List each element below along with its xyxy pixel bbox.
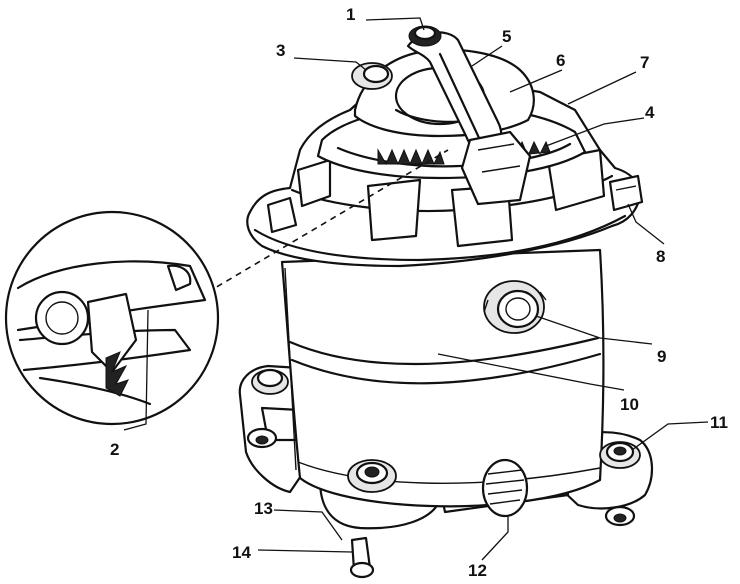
on-off-switch (408, 25, 442, 47)
callout-14: 14 (232, 543, 251, 562)
callout-labels: 1 2 3 4 5 6 7 8 9 10 11 12 13 14 (110, 5, 728, 580)
callout-4: 4 (645, 103, 655, 122)
caster-wheels (246, 427, 636, 579)
callout-10: 10 (620, 395, 639, 414)
callout-5: 5 (502, 27, 511, 46)
callout-12: 12 (468, 561, 487, 580)
blower-port (483, 280, 547, 334)
carry-handle (406, 31, 532, 206)
callout-11: 11 (710, 413, 728, 432)
callout-9: 9 (657, 347, 666, 366)
collection-drum (280, 248, 605, 508)
callout-13: 13 (254, 499, 273, 518)
drain-cap (481, 458, 529, 518)
detail-inset (4, 149, 449, 426)
callout-1: 1 (346, 5, 355, 24)
caster-sockets (251, 368, 641, 493)
callout-3: 3 (276, 41, 285, 60)
cord-knob (351, 62, 393, 90)
leader-lines (123, 17, 709, 561)
lid-latch (608, 174, 644, 212)
callout-8: 8 (656, 247, 665, 266)
callout-7: 7 (640, 53, 649, 72)
callout-2: 2 (110, 440, 119, 459)
callout-6: 6 (556, 51, 565, 70)
